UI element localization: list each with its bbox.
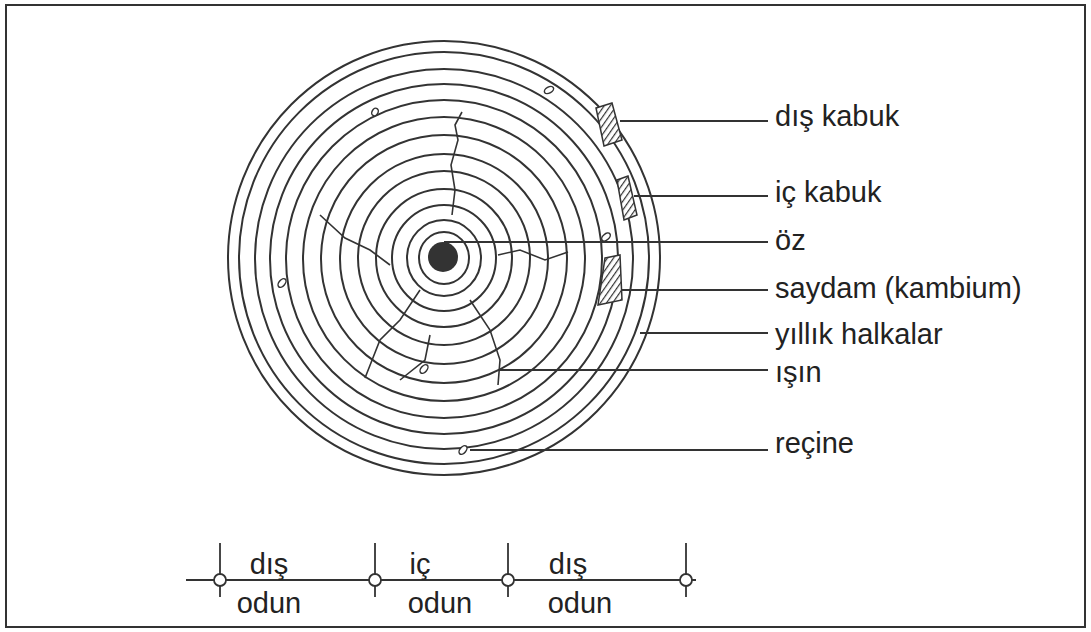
resin-ducts (276, 85, 611, 456)
part-label: dış kabuk (775, 102, 899, 131)
part-label: öz (775, 226, 806, 255)
part-label: saydam (kambium) (775, 274, 1022, 303)
scale-label: dış (250, 550, 289, 579)
part-label: reçine (775, 429, 854, 458)
part-label: yıllık halkalar (775, 320, 943, 349)
scale-label: odun (548, 589, 613, 618)
part-label: iç kabuk (775, 178, 881, 207)
scale-label: odun (408, 589, 473, 618)
scale-label: odun (237, 589, 302, 618)
scale-label: iç (410, 550, 431, 579)
part-label: ışın (775, 358, 822, 387)
leader-lines (444, 121, 768, 450)
rays (320, 112, 568, 385)
frame (6, 5, 1085, 627)
pith (428, 242, 458, 272)
scale-label: dış (549, 550, 588, 579)
annual-rings (228, 41, 660, 475)
hatched-samples (596, 103, 637, 305)
